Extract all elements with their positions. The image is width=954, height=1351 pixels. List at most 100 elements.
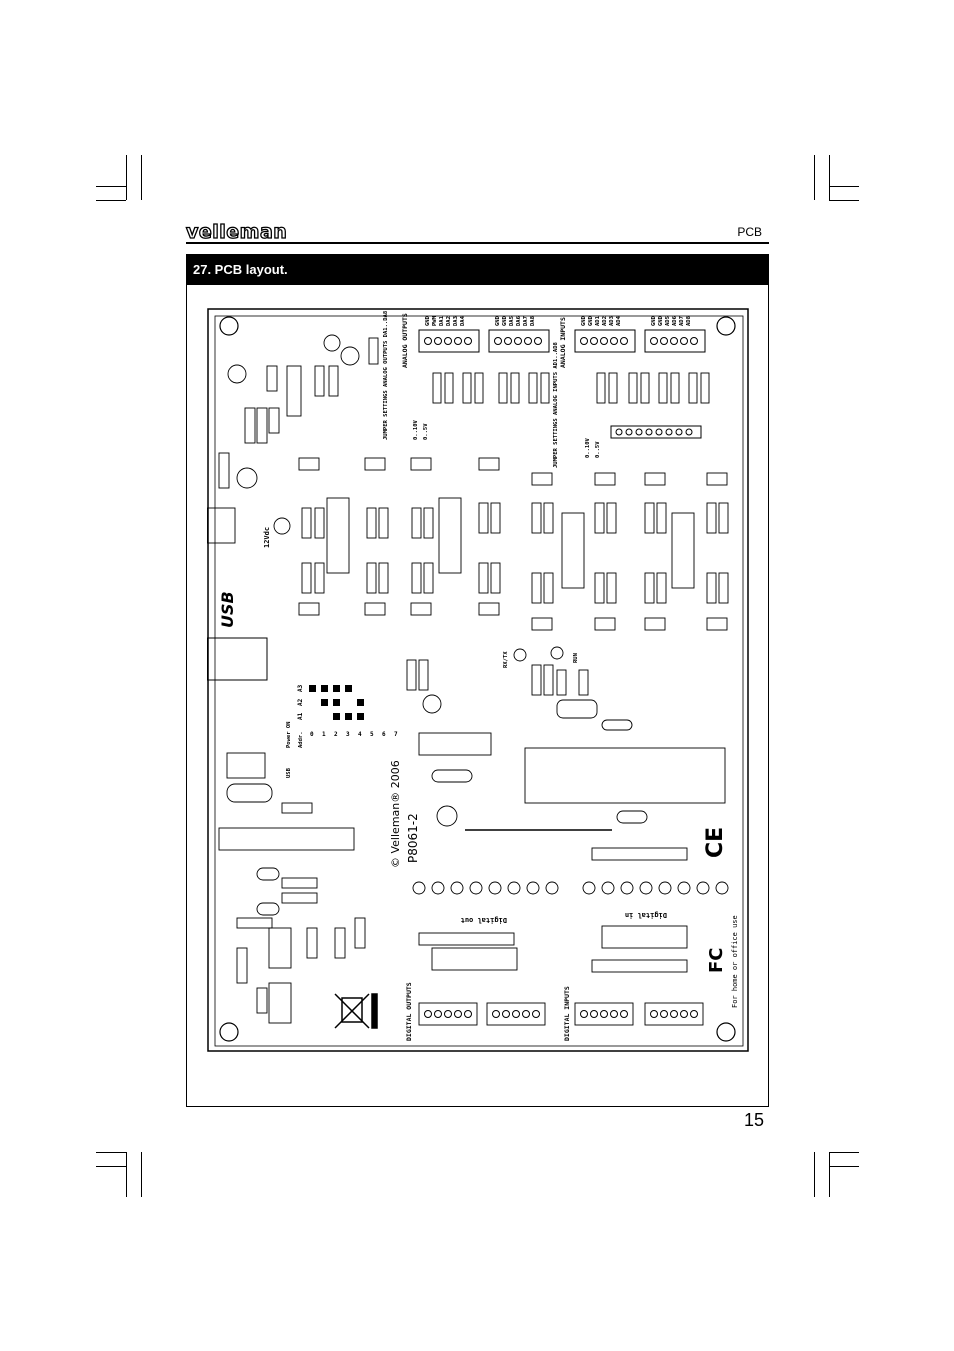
ic2 [218, 827, 355, 851]
crop-mark [814, 155, 815, 200]
usb-label: USB [286, 767, 292, 778]
crop-mark [96, 186, 126, 187]
weee-bin-icon [334, 993, 378, 1029]
svg-text:DA7: DA7 [523, 316, 529, 326]
for-home-label: For home or office use [731, 915, 739, 1008]
svg-text:DA2: DA2 [446, 316, 452, 326]
svg-text:A1: A1 [297, 712, 304, 720]
power-label: 12Vdc [263, 527, 271, 548]
svg-text:AD7: AD7 [679, 316, 685, 326]
crop-mark [829, 1152, 859, 1153]
fc-mark: FC [706, 947, 727, 973]
crop-mark [829, 1166, 859, 1167]
crop-mark [829, 1152, 830, 1197]
crop-mark [829, 155, 830, 200]
mounting-hole [219, 1022, 239, 1042]
copyright-label: © Velleman® 2006 [389, 760, 402, 868]
crop-mark [126, 1152, 127, 1197]
digital-in-label: Digital in [625, 911, 667, 919]
crop-mark [126, 155, 127, 200]
svg-text:AD3: AD3 [609, 316, 615, 326]
svg-text:AD8: AD8 [686, 316, 692, 326]
svg-text:AD4: AD4 [616, 315, 622, 326]
svg-text:DA5: DA5 [509, 316, 515, 326]
svg-text:6: 6 [382, 731, 386, 738]
svg-text:0..5V: 0..5V [595, 441, 601, 458]
svg-text:0..10V: 0..10V [413, 419, 419, 440]
crop-mark [141, 1152, 142, 1197]
svg-text:AD5: AD5 [665, 316, 671, 326]
svg-text:GND: GND [502, 315, 508, 326]
svg-text:A2: A2 [297, 698, 304, 706]
pcb-layout-figure: ANALOG OUTPUTS ANALOG INPUTS DIGITAL OUT… [207, 308, 749, 1052]
svg-text:4: 4 [358, 731, 362, 738]
pcb-outline [207, 308, 749, 1052]
crop-mark [829, 200, 859, 201]
svg-text:AD6: AD6 [672, 315, 678, 326]
content-frame: 27. PCB layout. [186, 254, 769, 1107]
page-number: 15 [743, 1110, 764, 1130]
mounting-hole [716, 1022, 736, 1042]
address-jumpers: A1 A2 A3 0 1 2 3 4 5 6 7 [297, 684, 398, 738]
op-amp-ic-middle [410, 497, 501, 616]
svg-text:GND: GND [651, 315, 657, 326]
label-digital-inputs: DIGITAL INPUTS [563, 986, 571, 1041]
pcb-outline-inner [214, 315, 744, 1047]
svg-text:0..5V: 0..5V [423, 423, 429, 440]
section-title: 27. PCB layout. [187, 255, 768, 285]
svg-text:DA4: DA4 [460, 315, 466, 326]
svg-text:1: 1 [322, 731, 326, 738]
section-label: PCB [737, 225, 762, 239]
svg-text:GND: GND [581, 315, 587, 326]
jumper-settings-inputs: JUMPER SETTINGS ANALOG INPUTS AD1..AD8 [553, 342, 559, 468]
brand-logo: velleman [185, 221, 288, 243]
label-digital-outputs: DIGITAL OUTPUTS [405, 982, 413, 1041]
svg-text:AD2: AD2 [602, 316, 608, 326]
op-amp-ic-left [298, 497, 389, 616]
svg-text:AD1: AD1 [595, 315, 601, 326]
usb-connector [207, 637, 268, 681]
crop-mark [96, 1166, 126, 1167]
crop-mark [96, 1152, 126, 1153]
svg-text:7: 7 [394, 731, 398, 738]
usb-logo: USB [218, 591, 237, 628]
label-analog-outputs: ANALOG OUTPUTS [401, 313, 409, 368]
resistor-network [610, 425, 702, 439]
analog-input-terminals [574, 329, 706, 353]
ic5 [601, 925, 688, 949]
label-analog-inputs: ANALOG INPUTS [559, 317, 567, 368]
mounting-hole [716, 316, 736, 336]
header-rule [186, 242, 769, 244]
svg-text:A3: A3 [297, 684, 304, 692]
ic3-microcontroller [524, 747, 726, 804]
digital-output-terminals [418, 1002, 704, 1026]
crop-mark [141, 155, 142, 200]
jumper-settings-outputs: JUMPER SETTINGS ANALOG OUTPUTS DA1..DA8 [383, 311, 389, 440]
svg-text:DA3: DA3 [453, 316, 459, 326]
rx-tx-label: RX/TX [503, 651, 509, 668]
svg-text:5: 5 [370, 731, 374, 738]
power-on-label: Power ON [286, 722, 292, 749]
ic7 [418, 732, 492, 756]
svg-text:DA6: DA6 [516, 315, 522, 326]
svg-text:GND: GND [425, 315, 431, 326]
digital-out-label: Digital out [461, 916, 507, 924]
svg-text:GND: GND [495, 315, 501, 326]
svg-text:2: 2 [334, 731, 338, 738]
svg-text:DA8: DA8 [530, 316, 536, 326]
ic4 [431, 947, 518, 971]
analog-output-terminals [418, 329, 550, 353]
svg-text:GND: GND [658, 315, 664, 326]
mounting-hole [219, 316, 239, 336]
svg-text:PWM: PWM [432, 315, 438, 326]
svg-text:0: 0 [310, 731, 314, 738]
op-amp-ic-right [531, 472, 729, 631]
crop-mark [829, 186, 859, 187]
top-left-components [218, 334, 379, 489]
svg-text:DA1: DA1 [439, 315, 445, 326]
svg-text:0..10V: 0..10V [585, 437, 591, 458]
svg-text:GND: GND [588, 315, 594, 326]
ce-mark: CE [703, 827, 728, 858]
board-id-label: P8061-2 [406, 813, 420, 863]
addr-label: Addr. [298, 731, 304, 748]
